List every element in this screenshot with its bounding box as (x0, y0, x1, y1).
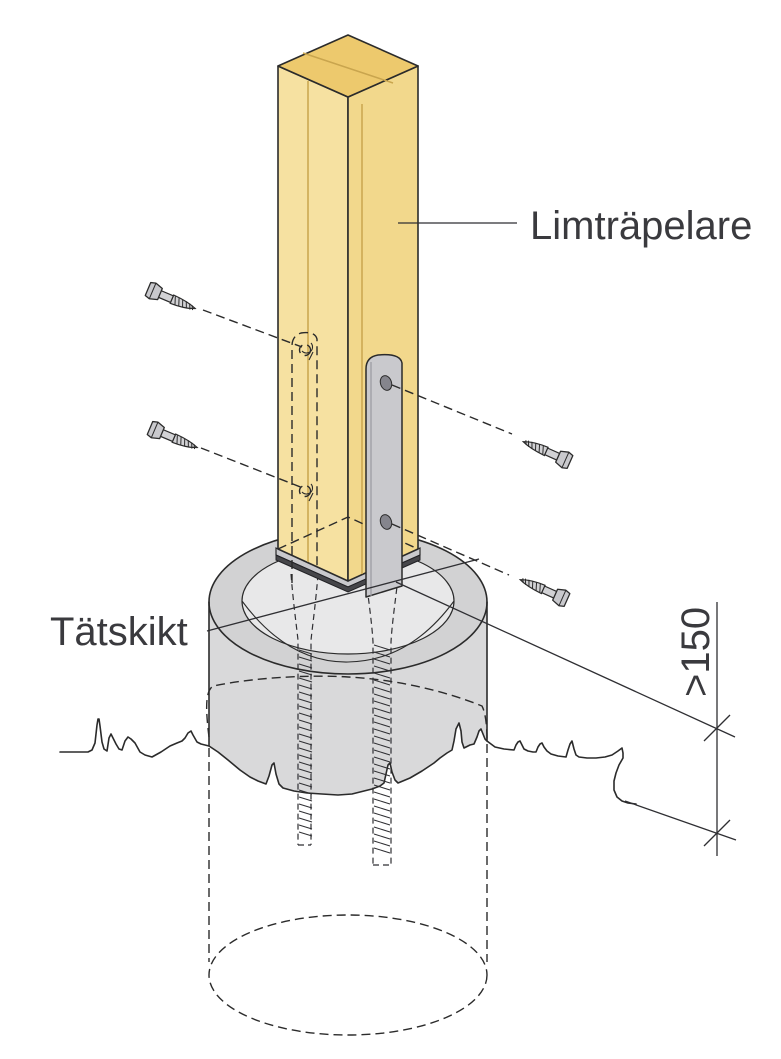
waterproofing-layer (275, 554, 421, 593)
pier-bottom-ellipse (208, 914, 488, 1036)
dimension-value: >150 (674, 607, 718, 697)
pier-inner-chamfer-arc (241, 600, 455, 663)
anchor-left-thread (298, 649, 313, 837)
plate-hole-upper (379, 375, 393, 391)
anchor-bolt-left (290, 573, 319, 846)
projection-line-lower-left (200, 447, 304, 489)
label-tatskikt: Tätskikt (50, 610, 188, 654)
dimension-tick-lower (703, 819, 731, 847)
lag-screw-upper-left (144, 280, 199, 318)
screw-tip-mark-lower (301, 483, 314, 502)
anchor-bolts (290, 573, 399, 866)
plate-hole-lower (379, 514, 393, 530)
leader-tatskikt (206, 558, 480, 632)
annotations: Limträpelare Tätskikt (50, 204, 752, 654)
lag-screws (144, 280, 575, 609)
ground-line (59, 718, 637, 805)
glulam-column (275, 34, 421, 598)
wood-grain-top (302, 52, 394, 84)
lag-screw-upper-right (519, 432, 575, 471)
lag-screw-lower-right (516, 570, 572, 609)
dimension-tick-upper (703, 714, 731, 742)
projection-line-lower-right (391, 523, 510, 576)
anchor-bolt-right (365, 577, 399, 866)
projection-line-upper-left (202, 309, 303, 348)
steel-plate-hidden (291, 331, 318, 583)
extension-line-lower (624, 800, 737, 841)
label-limtrapelare: Limträpelare (530, 204, 752, 248)
hidden-ground-arc (205, 675, 488, 741)
concrete-cylinder-body (209, 602, 487, 795)
screw-tip-mark-upper (301, 342, 314, 361)
extension-line-upper (395, 581, 736, 738)
anchor-right-thread (373, 644, 391, 854)
concrete-foundation (205, 529, 488, 1036)
dimension-150: >150 (395, 581, 737, 856)
steel-plate-visible (365, 353, 403, 598)
lag-screw-lower-left (146, 419, 201, 457)
column-top-face (277, 34, 419, 98)
projection-line-upper-right (391, 384, 513, 435)
column-left-face (277, 65, 349, 582)
